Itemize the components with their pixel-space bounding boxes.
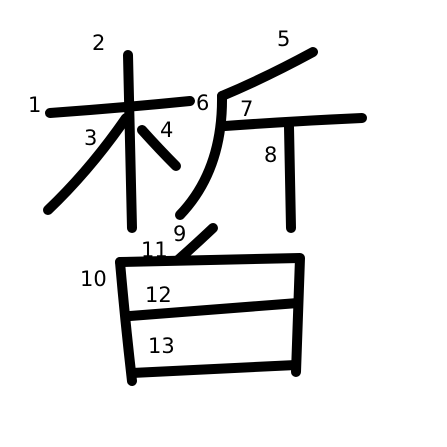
stroke-10: [115, 257, 137, 386]
stroke-number-7: 7: [240, 97, 253, 121]
stroke-3: [43, 113, 131, 215]
stroke-6: [175, 91, 228, 220]
stroke-8: [284, 122, 296, 233]
stroke-number-3: 3: [84, 126, 97, 150]
stroke-number-4: 4: [160, 118, 173, 142]
stroke-2: [123, 50, 137, 233]
stroke-number-9: 9: [173, 222, 186, 246]
stroke-number-8: 8: [264, 143, 277, 167]
stroke-number-12: 12: [145, 283, 172, 307]
stroke-number-10: 10: [80, 267, 107, 291]
stroke-number-labels: 1 2 3 4 5 6 7 8 9 10 11 12 13: [28, 27, 290, 358]
stroke-number-13: 13: [148, 334, 175, 358]
stroke-number-2: 2: [92, 31, 105, 55]
stroke-5: [217, 47, 318, 101]
stroke-4: [137, 125, 181, 171]
stroke-number-6: 6: [196, 91, 209, 115]
stroke-11: [115, 253, 305, 377]
stroke-12: [125, 298, 303, 321]
stroke-13: [127, 360, 301, 378]
character-strokes: [43, 47, 367, 386]
stroke-number-5: 5: [277, 27, 290, 51]
stroke-1: [45, 96, 195, 118]
stroke-number-1: 1: [28, 93, 41, 117]
stroke-7: [220, 113, 367, 131]
stroke-number-11: 11: [141, 238, 168, 262]
